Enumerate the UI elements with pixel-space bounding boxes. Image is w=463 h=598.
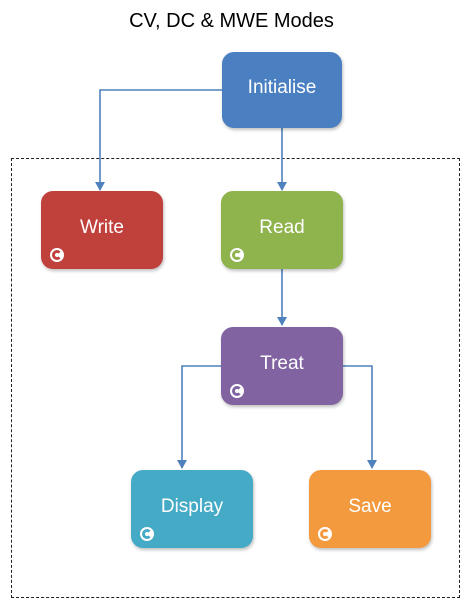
read-node: Read xyxy=(221,191,343,269)
loop-icon xyxy=(140,527,154,541)
mode-flow-diagram: CV, DC & MWE Modes Initialise Write Read… xyxy=(11,10,460,598)
edge-treat-display xyxy=(177,365,222,469)
write-label: Write xyxy=(80,217,124,238)
diagram-title: CV, DC & MWE Modes xyxy=(129,10,334,32)
edge-initialise-write xyxy=(95,89,222,191)
display-label: Display xyxy=(160,496,224,517)
save-label: Save xyxy=(348,496,392,517)
loop-icon xyxy=(230,384,244,398)
display-node: Display xyxy=(131,470,253,548)
loop-icon xyxy=(230,248,244,262)
initialise-label: Initialise xyxy=(247,77,317,98)
connector-layer xyxy=(95,89,377,469)
write-node: Write xyxy=(41,191,163,269)
initialise-node: Initialise xyxy=(222,52,342,128)
treat-label: Treat xyxy=(260,353,304,374)
loop-icon xyxy=(318,527,332,541)
save-node: Save xyxy=(309,470,431,548)
edge-treat-save xyxy=(342,365,377,469)
loop-icon xyxy=(50,248,64,262)
read-label: Read xyxy=(259,217,305,238)
treat-node: Treat xyxy=(221,327,343,405)
